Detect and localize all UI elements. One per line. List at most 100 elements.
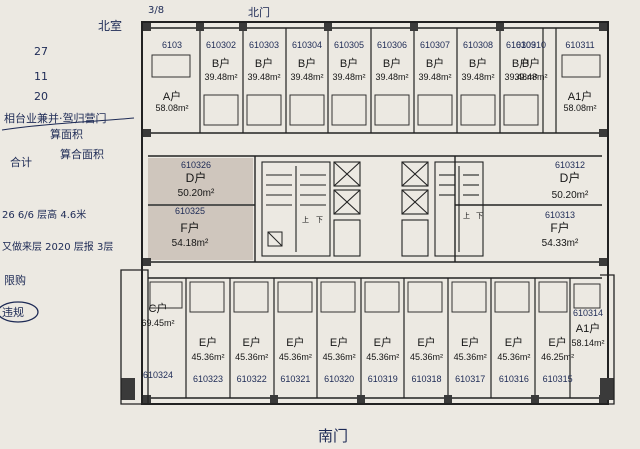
note-report: 又做来层 2020 层报 3层 <box>2 240 113 253</box>
unit-area: 54.18m² <box>172 238 209 249</box>
unit-area: 39.48m² <box>504 72 537 82</box>
unit-area: 39.48m² <box>290 72 323 82</box>
unit-type: B户 <box>383 56 401 70</box>
unit-number: 610304 <box>292 40 322 50</box>
unit-number: 610319 <box>368 374 398 384</box>
note-scale: 3/8 <box>148 5 164 16</box>
unit-type: B户 <box>340 56 358 70</box>
unit-type: B户 <box>426 56 444 70</box>
note-total-area: 算合面积 <box>60 147 104 161</box>
structural-columns <box>121 23 614 403</box>
unit-area: 45.36m² <box>235 352 268 362</box>
unit-area: 45.36m² <box>497 352 530 362</box>
unit-type: F户 <box>550 220 569 235</box>
unit-type: E户 <box>374 335 392 349</box>
unit-type: B户 <box>512 56 530 70</box>
unit-area: 46.25m² <box>541 352 574 362</box>
unit-area: 45.36m² <box>191 352 224 362</box>
unit-type: E户 <box>243 335 261 349</box>
unit-type: E户 <box>505 335 523 349</box>
unit-number: 610325 <box>175 206 205 216</box>
note-limit: 限购 <box>4 273 26 287</box>
unit-number: 610307 <box>420 40 450 50</box>
note-27: 27 <box>34 45 48 58</box>
bottom-unit-labels: C户69.45m²610324E户45.36m²610323E户45.36m²6… <box>141 301 604 384</box>
unit-type: B户 <box>255 56 273 70</box>
bottom-bathrooms <box>149 281 601 313</box>
elevators-west <box>333 161 361 257</box>
note-strike <box>1 117 135 131</box>
unit-area: 39.48m² <box>461 72 494 82</box>
note-balcony: 相台业兼并·驾归营门 <box>4 111 107 125</box>
top-unit-labels: 6103A户58.08m²610302B户39.48m²610303B户39.4… <box>155 40 596 113</box>
unit-type: B户 <box>298 56 316 70</box>
unit-type: E户 <box>199 335 217 349</box>
unit-type: B户 <box>522 56 540 70</box>
unit-area: 69.45m² <box>141 318 174 328</box>
note-north-door: 北门 <box>248 5 270 19</box>
unit-number: 610322 <box>237 374 267 384</box>
elevator-car-west-x <box>267 231 283 247</box>
unit-type: B户 <box>469 56 487 70</box>
bottom-unit-dividers <box>185 278 571 398</box>
unit-number: 610326 <box>181 160 211 170</box>
unit-area: 39.48m² <box>514 72 547 82</box>
unit-area: 50.20m² <box>552 190 589 201</box>
stair-down-label-east: 下 <box>476 212 483 220</box>
unit-number: 610324 <box>143 370 173 380</box>
unit-type: E户 <box>286 335 304 349</box>
top-bathrooms <box>151 54 601 126</box>
stair-up-label-east: 上 <box>463 211 470 220</box>
unit-number: 610302 <box>206 40 236 50</box>
unit-type: D户 <box>186 170 207 185</box>
unit-number: 6103 <box>162 40 182 50</box>
unit-number: 610308 <box>463 40 493 50</box>
unit-type: E户 <box>417 335 435 349</box>
unit-area: 39.48m² <box>375 72 408 82</box>
note-floor-height: 26 6/6 层高 4.6米 <box>2 208 86 221</box>
stair-down-label-west: 下 <box>316 216 323 224</box>
unit-type: A1户 <box>568 89 592 103</box>
unit-area: 39.48m² <box>332 72 365 82</box>
unit-number: 610311 <box>565 40 594 50</box>
unit-number: 610310 <box>516 40 546 50</box>
note-south-door: 南门 <box>318 427 348 445</box>
middle-unit-labels: 610326D户50.20m²610325F户54.18m²610312D户50… <box>172 160 589 249</box>
unit-area: 45.36m² <box>366 352 399 362</box>
unit-610325-shade <box>148 206 253 260</box>
unit-area: 45.36m² <box>410 352 443 362</box>
unit-area: 54.33m² <box>542 238 579 249</box>
unit-number: 610309 <box>506 40 536 50</box>
note-violation: 违规 <box>2 305 24 319</box>
note-total: 合计 <box>10 155 32 169</box>
unit-area: 45.36m² <box>279 352 312 362</box>
note-20: 20 <box>34 90 48 103</box>
unit-type: E户 <box>461 335 479 349</box>
unit-type: F户 <box>180 220 199 235</box>
unit-area: 58.08m² <box>563 103 596 113</box>
unit-number: 610306 <box>377 40 407 50</box>
unit-type: A1户 <box>576 321 600 335</box>
note-north-room: 北室 <box>98 18 122 33</box>
stair-up-label-west: 上 <box>302 215 309 224</box>
unit-area: 39.48m² <box>418 72 451 82</box>
unit-area: 58.08m² <box>155 103 188 113</box>
unit-area: 58.14m² <box>571 338 604 348</box>
unit-area: 39.48m² <box>247 72 280 82</box>
unit-number: 610318 <box>411 374 441 384</box>
unit-type: E户 <box>330 335 348 349</box>
unit-610326-shade <box>148 158 253 204</box>
unit-type: B户 <box>212 56 230 70</box>
unit-area: 39.48m² <box>204 72 237 82</box>
unit-number: 610303 <box>249 40 279 50</box>
elevator-car-west <box>267 231 283 247</box>
unit-number: 610313 <box>545 210 575 220</box>
unit-type: D户 <box>560 170 581 185</box>
unit-number: 610315 <box>543 374 573 384</box>
unit-number: 610305 <box>334 40 364 50</box>
unit-area: 45.36m² <box>454 352 487 362</box>
unit-area: 50.20m² <box>178 188 215 199</box>
note-violation-circle <box>0 301 39 323</box>
note-calc-area: 算面积 <box>50 127 83 141</box>
unit-type: E户 <box>548 335 566 349</box>
